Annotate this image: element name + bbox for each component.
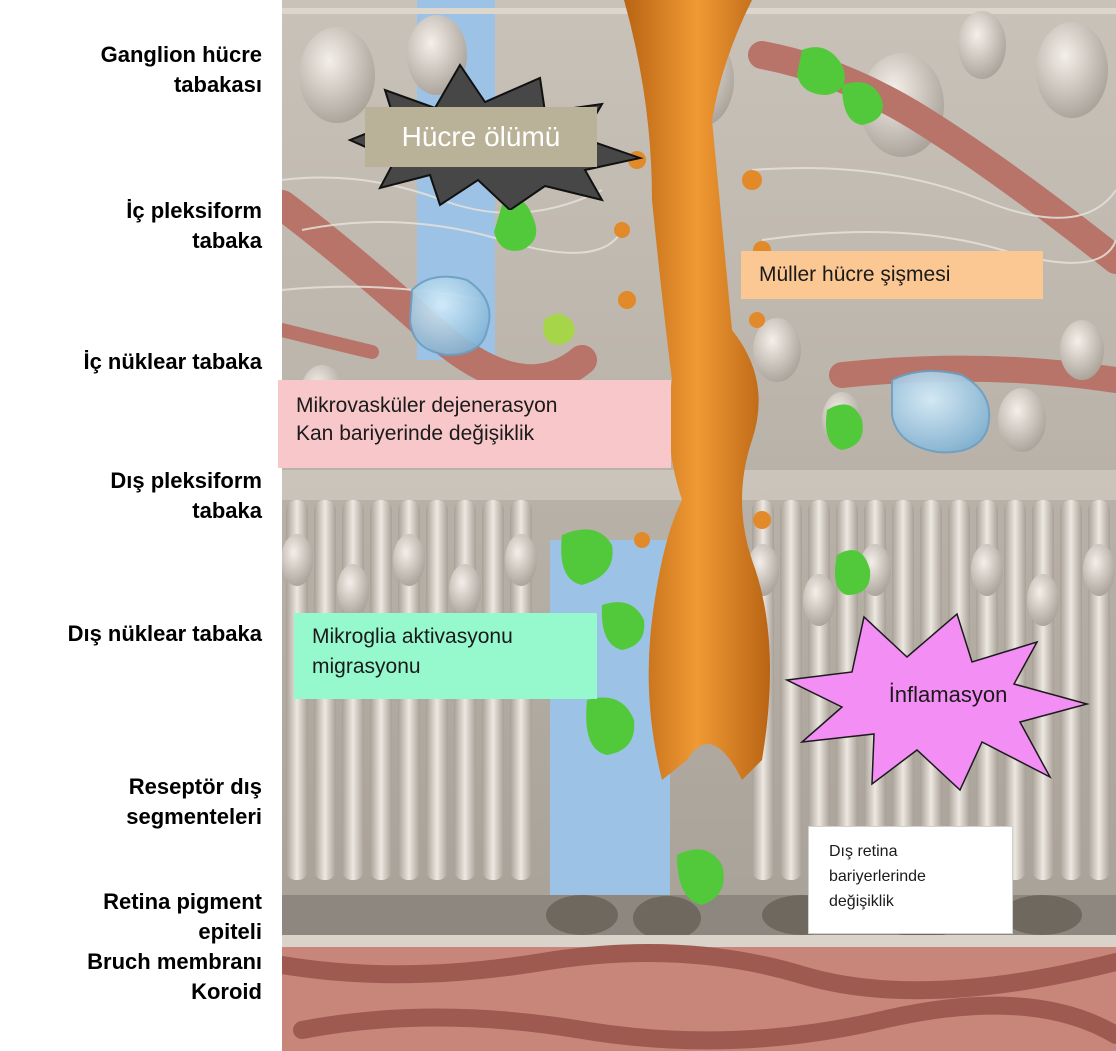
microglia-activation-label: Mikroglia aktivasyonu migrasyonu	[294, 613, 597, 699]
label-choroid: Koroid	[0, 977, 262, 1007]
inflammation-label: İnflamasyon	[858, 682, 1038, 708]
label-outer-plexiform-layer: Dış pleksiform tabaka	[0, 466, 262, 526]
layer-labels: Ganglion hücre tabakası İç pleksiform ta…	[0, 0, 282, 1051]
microglia-line-2: migrasyonu	[312, 655, 579, 679]
label-inner-nuclear-layer: İç nüklear tabaka	[0, 347, 262, 377]
microvascular-line-2: Kan bariyerinde değişiklik	[296, 422, 653, 446]
label-ganglion-cell-layer: Ganglion hücre tabakası	[0, 40, 262, 100]
microglia-line-1: Mikroglia aktivasyonu	[312, 625, 579, 649]
label-retinal-pigment-epithelium: Retina pigment epiteli	[0, 887, 262, 947]
microvascular-label: Mikrovasküler dejenerasyon Kan bariyerin…	[278, 380, 671, 468]
muller-swelling-label: Müller hücre şişmesi	[741, 251, 1043, 299]
label-inner-plexiform-layer: İç pleksiform tabaka	[0, 196, 262, 256]
outer-barrier-line-2: bariyerlerinde	[829, 864, 1012, 889]
cell-death-label: Hücre ölümü	[365, 107, 597, 167]
label-receptor-outer-segments: Reseptör dış segmenteleri	[0, 772, 262, 832]
outer-barrier-label: Dış retina bariyerlerinde değişiklik	[808, 826, 1013, 934]
outer-barrier-line-1: Dış retina	[829, 839, 1012, 864]
label-bruch-membrane: Bruch membranı	[0, 947, 262, 977]
label-outer-nuclear-layer: Dış nüklear tabaka	[0, 619, 262, 649]
outer-barrier-line-3: değişiklik	[829, 889, 1012, 914]
bruch-membrane	[282, 935, 1116, 947]
microvascular-line-1: Mikrovasküler dejenerasyon	[296, 394, 653, 418]
